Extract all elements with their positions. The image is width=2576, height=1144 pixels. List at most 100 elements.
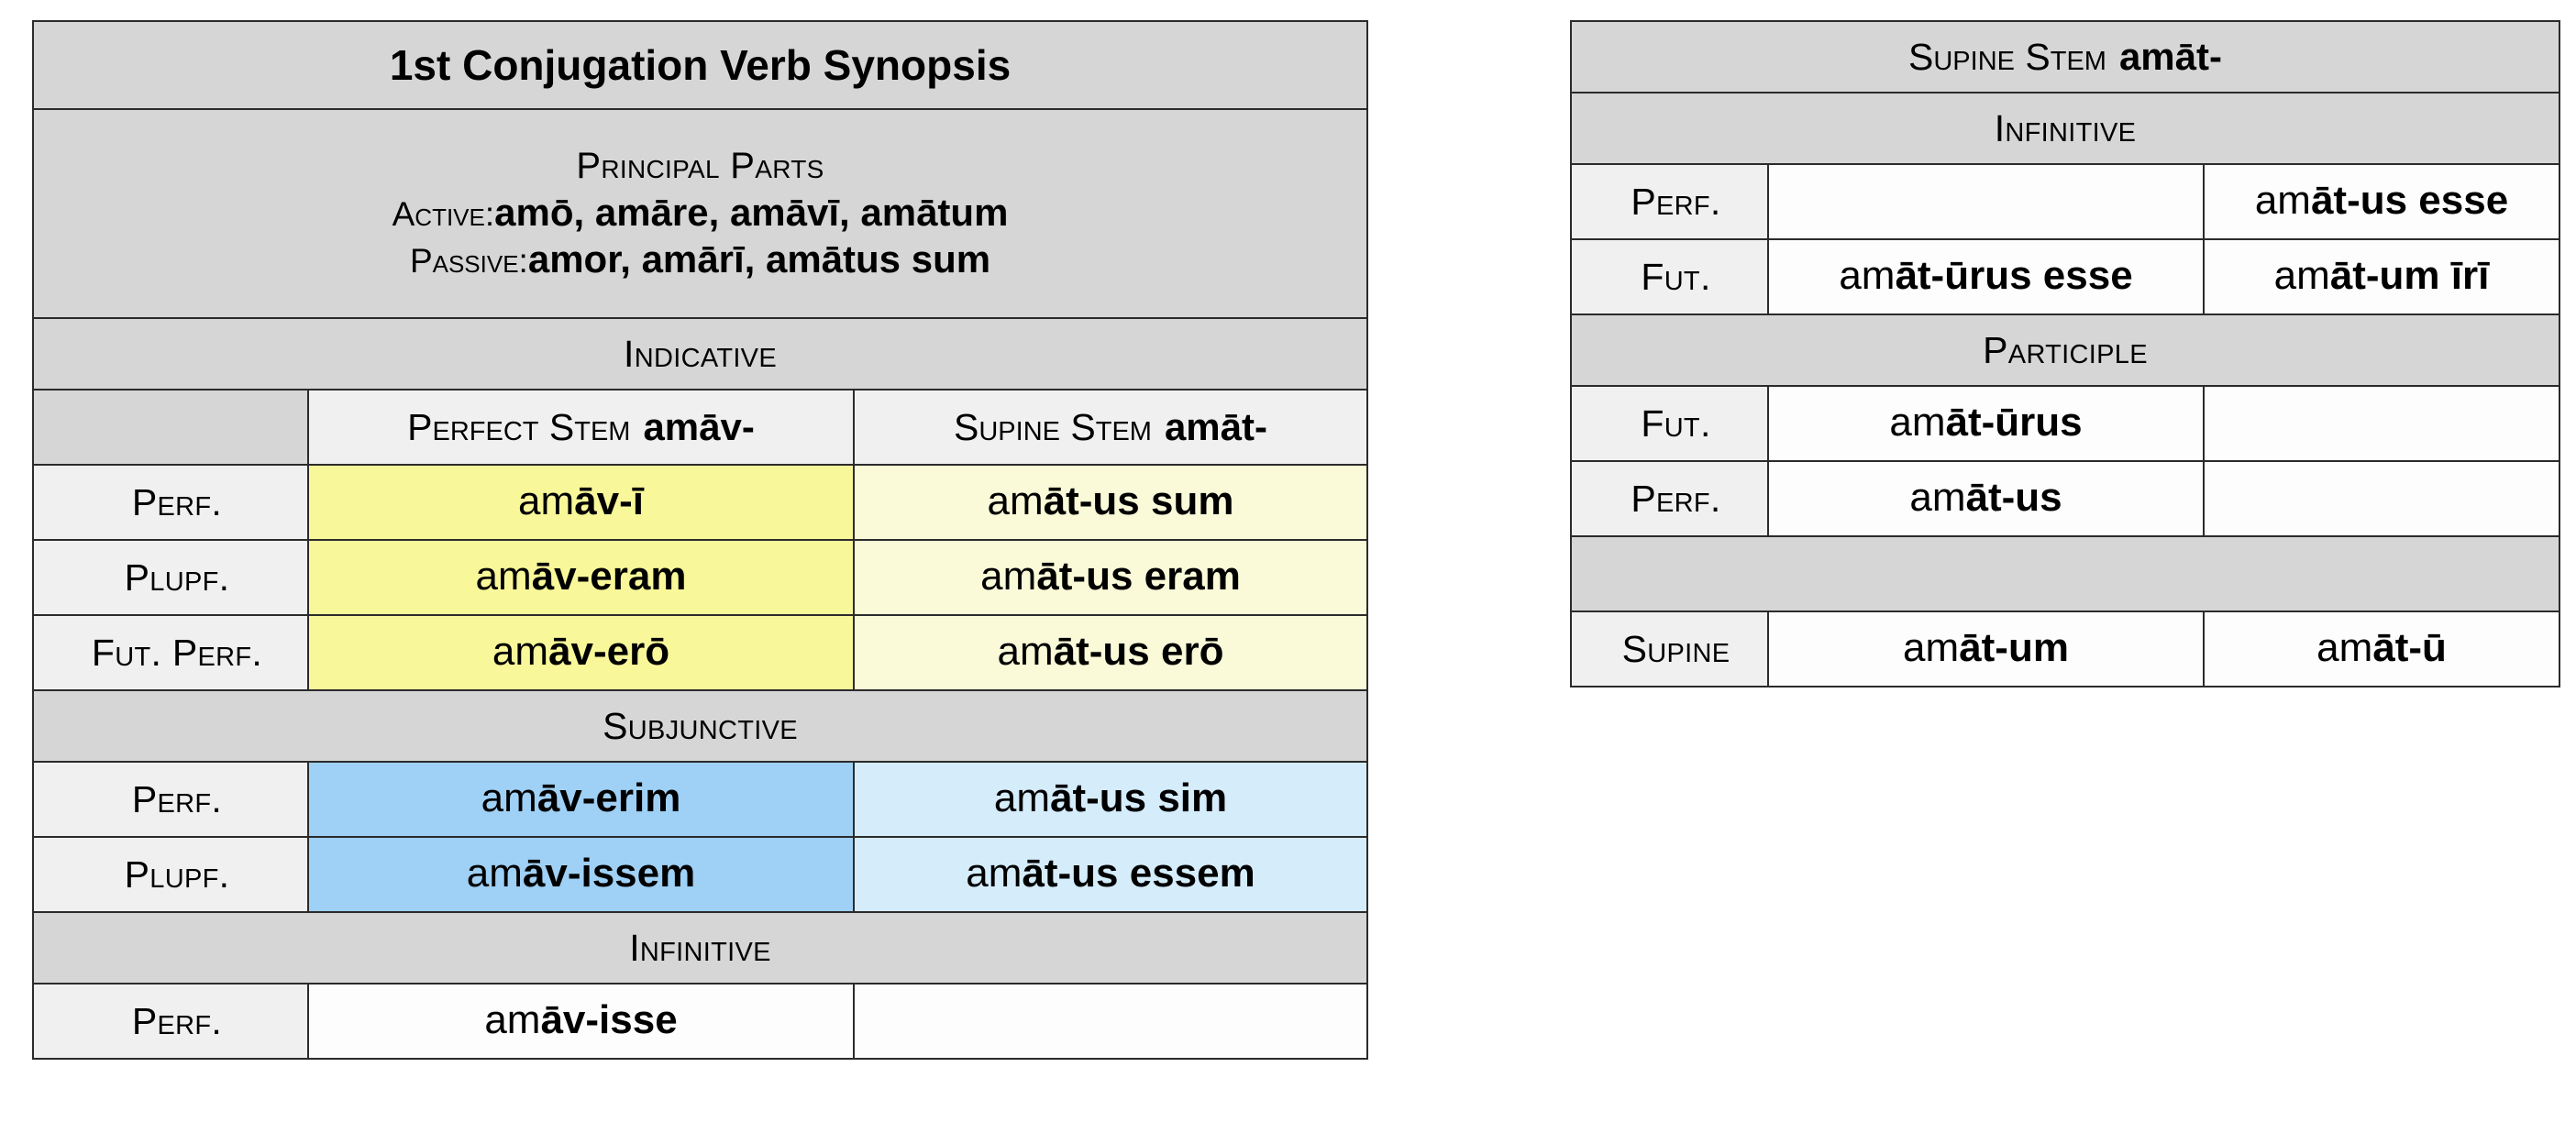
form-ending: āt-us esse: [2310, 178, 2509, 223]
verb-form: amāv-eram: [476, 554, 687, 599]
row-label-part-perf: Perf.: [1570, 460, 1769, 537]
table-row: Perf. amāv-ī am āt-us sum: [32, 464, 1369, 541]
supine-stem-header-form: amāt-: [2118, 35, 2222, 78]
table-row: Perf. amāv-isse: [32, 983, 1369, 1060]
row-label-subjunctive-perf: Perf.: [32, 761, 309, 838]
row-label-text: Perf.: [1631, 477, 1721, 520]
table-row: Subjunctive: [31, 689, 1369, 763]
cell-part-perf-passive: [2202, 460, 2561, 537]
form-prefix: am: [1889, 400, 1946, 445]
column-header-perfect-stem: Perfect Stem amāv-: [307, 389, 855, 466]
table-row: [1569, 535, 2561, 612]
form-ending: āt-um: [1959, 625, 2069, 670]
cell-inf-fut-active: amāt-ūrus esse: [1767, 238, 2205, 315]
form-ending: āt-ūrus: [1945, 400, 2083, 445]
section-header-subjunctive-label: Subjunctive: [603, 704, 798, 747]
supine-stem-header-label: Supine Stem: [1908, 36, 2106, 78]
section-header-infinitive: Infinitive: [31, 911, 1369, 984]
form-prefix: am: [2316, 625, 2373, 670]
form-prefix: am: [481, 776, 537, 820]
row-label-text: Supine: [1621, 627, 1730, 670]
form-ending: āt-us sim: [1049, 776, 1228, 820]
cell-part-fut-active: amāt-ūrus: [1767, 385, 2205, 462]
row-label-indicative-perf: Perf.: [32, 464, 309, 541]
row-label-text: Plupf.: [124, 852, 230, 896]
form-ending: āv-erō: [548, 629, 670, 674]
form-prefix: am: [518, 478, 575, 523]
cell-part-perf-active: amāt-us: [1767, 460, 2205, 537]
section-header-infinitive-right: Infinitive: [1569, 92, 2561, 165]
cell-infinitive-perf-perfect: amāv-isse: [307, 983, 855, 1060]
verb-form: amāt-us erō: [998, 629, 1224, 674]
form-ending: āt-us: [1965, 475, 2062, 520]
row-label-text: Perf.: [131, 480, 223, 523]
form-ending: āv-ī: [574, 478, 644, 523]
table-row: Plupf. amāv-issem amāt-us essem: [32, 836, 1369, 913]
cell-subjunctive-plupf-perfect: amāv-issem: [307, 836, 855, 913]
cell-inf-perf-passive: amāt-us esse: [2202, 163, 2561, 240]
row-label-supine: Supine: [1570, 610, 1769, 688]
principal-parts-passive: Passive:amor, amārī, amātus sum: [34, 236, 1366, 283]
supine-stem-header: Supine Stem amāt-: [1569, 20, 2561, 94]
perfect-stem-label: Perfect Stem: [407, 406, 631, 448]
table-row: Participle: [1569, 314, 2561, 387]
passive-label: Passive:: [409, 242, 528, 280]
form-prefix: am: [997, 629, 1054, 674]
table-row: Infinitive: [1569, 92, 2561, 165]
row-label-text: Fut.: [1641, 255, 1711, 298]
verb-form: amāv-isse: [484, 997, 677, 1042]
form-ending: āt-ū: [2372, 625, 2447, 670]
cell-inf-fut-passive: amāt-um īrī: [2202, 238, 2561, 315]
form-ending: āv-isse: [540, 997, 678, 1042]
principal-parts-cell: Principal Parts Active:amō, amāre, amāvī…: [31, 108, 1369, 319]
active-forms: amō, amāre, amāvī, amātum: [494, 190, 1009, 234]
cell-supine-ablative: amāt-ū: [2202, 610, 2561, 688]
form-prefix: am: [2273, 253, 2330, 298]
cell-subjunctive-perf-supine: amāt-us sim: [852, 761, 1369, 838]
form-ending: āt-us sum: [1043, 478, 1234, 523]
section-spacer-band: [1569, 535, 2561, 612]
form-ending: āv-erim: [536, 776, 681, 820]
table-row: Perf. amāt-us esse: [1570, 163, 2561, 240]
verb-form: amāv-ī: [518, 478, 644, 523]
row-label-indicative-plupf: Plupf.: [32, 539, 309, 616]
row-label-subjunctive-plupf: Plupf.: [32, 836, 309, 913]
verb-form: amāt-us sim: [994, 776, 1227, 820]
cell-inf-perf-active: [1767, 163, 2205, 240]
verb-form: amāt-ū: [2316, 625, 2447, 670]
row-label-text: Perf.: [131, 777, 223, 820]
form-ending: āv-issem: [522, 851, 696, 896]
form-prefix: am: [1909, 475, 1966, 520]
row-label-part-fut: Fut.: [1570, 385, 1769, 462]
row-label-indicative-fut-perf: Fut. Perf.: [32, 614, 309, 691]
form-prefix: am: [966, 851, 1023, 896]
form-prefix: am: [980, 554, 1037, 599]
table-row: Plupf. amāv-eram amāt-us eram: [32, 539, 1369, 616]
principal-parts-active: Active:amō, amāre, amāvī, amātum: [34, 189, 1366, 236]
section-header-infinitive-label: Infinitive: [629, 926, 771, 969]
verb-form: amāt-um īrī: [2274, 253, 2490, 298]
form-prefix: am: [1903, 625, 1960, 670]
conjugation-synopsis-table: 1st Conjugation Verb Synopsis Principal …: [31, 20, 1369, 1060]
form-prefix: am: [993, 776, 1050, 820]
cell-subjunctive-perf-perfect: amāv-erim: [307, 761, 855, 838]
verb-form: amāt-us eram: [980, 554, 1241, 599]
cell-part-fut-passive: [2202, 385, 2561, 462]
table-row: Infinitive: [31, 911, 1369, 984]
row-label-text: Plupf.: [124, 556, 230, 599]
verb-form: amāt-us esse: [2255, 178, 2508, 223]
page-title-text: 1st Conjugation Verb Synopsis: [389, 41, 1012, 89]
section-header-infinitive-right-label: Infinitive: [1994, 106, 2137, 149]
form-prefix: am: [492, 629, 549, 674]
table-row: 1st Conjugation Verb Synopsis: [31, 20, 1369, 110]
perfect-stem-form: amāv-: [643, 405, 755, 448]
table-row: Indicative: [31, 317, 1369, 390]
cell-indicative-perf-perfect: amāv-ī: [307, 464, 855, 541]
section-header-subjunctive: Subjunctive: [31, 689, 1369, 763]
passive-forms: amor, amārī, amātus sum: [527, 237, 991, 281]
supine-stem-form: amāt-: [1164, 405, 1267, 448]
row-label-text: Fut. Perf.: [91, 631, 263, 674]
row-label-text: Fut.: [1641, 402, 1711, 445]
